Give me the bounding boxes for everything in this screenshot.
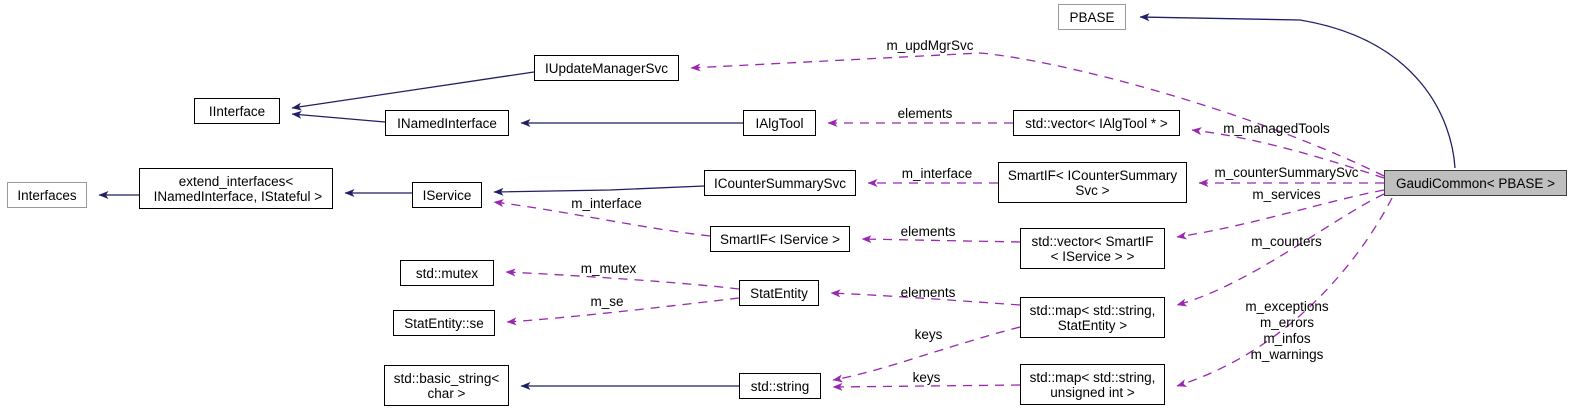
node-iupdatemanagersvc[interactable]: IUpdateManagerSvc bbox=[534, 55, 679, 81]
edge-label-elements-statentity: elements bbox=[900, 285, 956, 300]
node-gaudicommon-pbase[interactable]: GaudiCommon< PBASE > bbox=[1384, 170, 1567, 196]
node-std-basic-string[interactable]: std::basic_string< char > bbox=[384, 365, 509, 406]
node-ialgtool[interactable]: IAlgTool bbox=[743, 110, 816, 136]
edge-label-keys-statentity: keys bbox=[914, 327, 943, 342]
node-map-string-unsigned-int[interactable]: std::map< std::string, unsigned int > bbox=[1020, 364, 1165, 405]
node-icountersummarysvc[interactable]: ICounterSummarySvc bbox=[704, 170, 856, 196]
edge-label-m-mutex: m_mutex bbox=[580, 261, 637, 276]
edge-inamedinterface-iinterface bbox=[291, 110, 386, 123]
edge-label-m-countersummarysvc: m_counterSummarySvc bbox=[1214, 165, 1359, 180]
node-extend-interfaces[interactable]: extend_interfaces< INamedInterface, ISta… bbox=[139, 168, 333, 209]
node-smartif-iservice[interactable]: SmartIF< IService > bbox=[710, 226, 850, 252]
node-std-mutex[interactable]: std::mutex bbox=[400, 260, 494, 286]
node-vector-smartif-iservice[interactable]: std::vector< SmartIF < IService > > bbox=[1020, 228, 1165, 269]
node-inamedinterface[interactable]: INamedInterface bbox=[385, 110, 509, 136]
edge-icountersummarysvc-iservice bbox=[493, 185, 705, 196]
node-statentity[interactable]: StatEntity bbox=[739, 280, 819, 306]
node-iinterface[interactable]: IInterface bbox=[194, 98, 280, 124]
edge-label-m-interface-left: m_interface bbox=[571, 196, 642, 211]
edge-label-elements-algtool: elements bbox=[897, 106, 953, 121]
node-pbase[interactable]: PBASE bbox=[1058, 4, 1126, 30]
edge-label-m-counters: m_counters bbox=[1251, 234, 1322, 249]
edge-label-m-se: m_se bbox=[590, 294, 624, 309]
edge-label-m-managedtools: m_managedTools bbox=[1223, 121, 1330, 136]
edge-iupdatemanagersvc-iinterface bbox=[291, 71, 535, 111]
node-interfaces[interactable]: Interfaces bbox=[7, 182, 87, 208]
edge-label-m-interface-right: m_interface bbox=[901, 166, 973, 181]
edge-gaudicommon-pbase bbox=[1139, 13, 1456, 169]
edge-label-m-exceptions-errors-infos-warnings: m_exceptions m_errors m_infos m_warnings bbox=[1245, 299, 1329, 362]
node-iservice[interactable]: IService bbox=[412, 182, 482, 208]
edge-label-m-services: m_services bbox=[1252, 187, 1321, 202]
edge-label-m-updmgrsvc: m_updMgrSvc bbox=[886, 38, 974, 53]
node-statentity-se[interactable]: StatEntity::se bbox=[393, 310, 495, 336]
node-smartif-icountersummarysvc[interactable]: SmartIF< ICounterSummary Svc > bbox=[998, 162, 1187, 203]
node-map-string-statentity[interactable]: std::map< std::string, StatEntity > bbox=[1020, 297, 1165, 338]
edge-label-elements-iservice: elements bbox=[900, 224, 956, 239]
node-std-string[interactable]: std::string bbox=[739, 373, 821, 399]
edge-label-keys-unsigned: keys bbox=[912, 370, 941, 385]
node-vector-ialgtool[interactable]: std::vector< IAlgTool * > bbox=[1013, 110, 1180, 136]
